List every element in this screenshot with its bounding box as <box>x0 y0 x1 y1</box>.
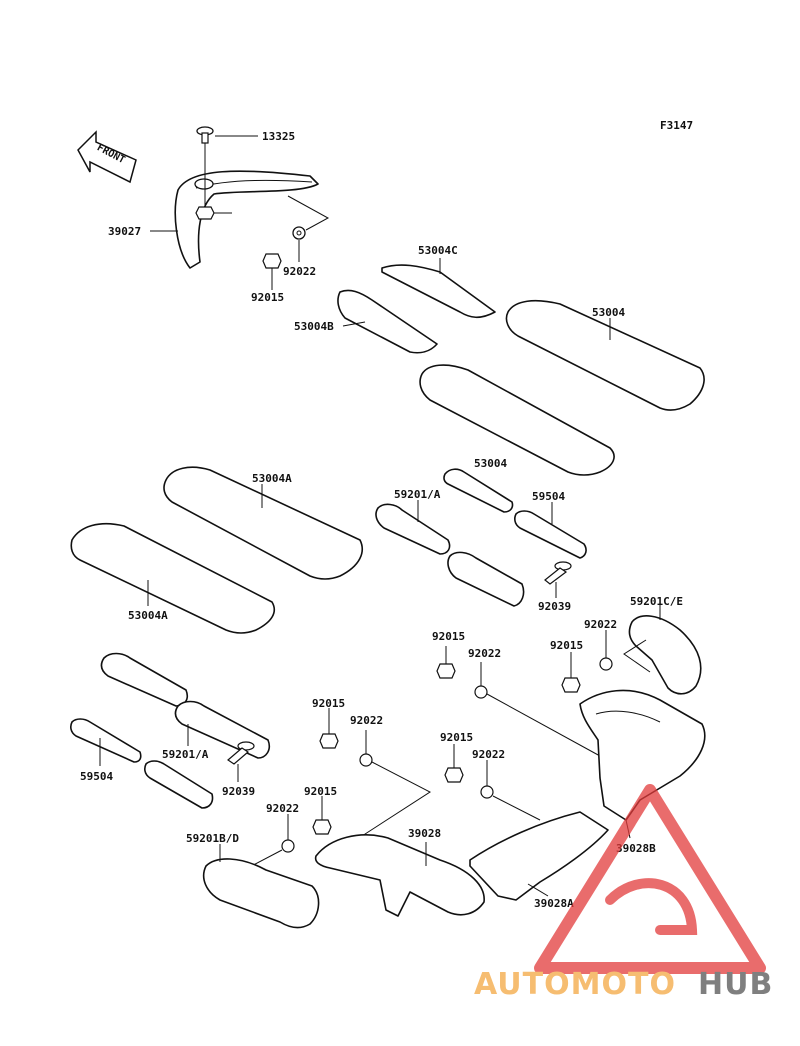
pin-92039-lower <box>227 741 255 765</box>
figure-code: F3147 <box>660 119 693 132</box>
label-53004-a: 53004 <box>592 306 625 319</box>
label-13325: 13325 <box>262 130 295 143</box>
label-59201CE: 59201C/E <box>630 595 683 608</box>
label-39028A: 39028A <box>534 897 574 910</box>
label-59201BD: 59201B/D <box>186 832 239 845</box>
nut-icon <box>444 767 464 783</box>
washer-icon <box>474 685 488 699</box>
bolt-13325 <box>196 126 214 144</box>
front-arrow-icon: FRONT <box>77 130 137 184</box>
logo-text-automoto: AUTOMOTO <box>474 967 676 1002</box>
washer-icon <box>480 785 494 799</box>
nut-icon <box>561 677 581 693</box>
label-39028: 39028 <box>408 827 441 840</box>
rail-59201A-upper-b <box>375 503 451 555</box>
bracket-39028B <box>579 689 706 821</box>
pin-92039-upper <box>544 561 572 585</box>
pad-53004-upper <box>505 299 705 411</box>
label-39028B: 39028B <box>616 842 656 855</box>
label-39027: 39027 <box>108 225 141 238</box>
label-92039-a: 92039 <box>538 600 571 613</box>
triangle-logo-icon <box>534 784 766 974</box>
strip-59504-upper <box>514 510 587 559</box>
cover-59201BD <box>202 858 320 929</box>
logo-text-hub: HUB <box>698 967 773 1002</box>
pad-53004-lower <box>419 364 615 476</box>
label-59504-a: 59504 <box>532 490 565 503</box>
washer-icon <box>281 839 295 853</box>
label-53004A-b: 53004A <box>128 609 168 622</box>
label-92022-f: 92022 <box>266 802 299 815</box>
label-92022-c: 92022 <box>584 618 617 631</box>
label-53004A-a: 53004A <box>252 472 292 485</box>
pad-53004C <box>381 264 496 319</box>
label-53004C: 53004C <box>418 244 458 257</box>
nut-icon <box>312 819 332 835</box>
pad-53004A-lower <box>70 522 276 634</box>
pad-53004B <box>337 289 438 354</box>
label-92015-f: 92015 <box>304 785 337 798</box>
bracket-39028 <box>314 834 485 917</box>
label-59504-b: 59504 <box>80 770 113 783</box>
label-59201A-a: 59201/A <box>394 488 441 501</box>
label-92015-e: 92015 <box>440 731 473 744</box>
nut-icon <box>262 253 282 269</box>
strip-59504-lower-b <box>144 760 214 809</box>
label-92015-b: 92015 <box>432 630 465 643</box>
part-39027-handle <box>174 170 319 269</box>
pad-53004A-upper <box>163 466 364 580</box>
label-92022-b: 92022 <box>468 647 501 660</box>
label-92015-d: 92015 <box>312 697 345 710</box>
label-92022-e: 92022 <box>472 748 505 761</box>
label-59201A-b: 59201/A <box>162 748 209 761</box>
label-53004B: 53004B <box>294 320 334 333</box>
plate-39028A <box>469 811 609 901</box>
label-53004-b: 53004 <box>474 457 507 470</box>
rail-59201A-lower-a <box>100 652 189 707</box>
nut-icon <box>436 663 456 679</box>
washer-icon <box>599 657 613 671</box>
nut-icon <box>319 733 339 749</box>
strip-59504-lower-a <box>70 718 142 763</box>
rail-59201A-upper-c <box>447 551 525 607</box>
label-92022-d: 92022 <box>350 714 383 727</box>
rail-59201A-upper-a <box>443 468 514 513</box>
washer-icon <box>359 753 373 767</box>
label-92015-a: 92015 <box>251 291 284 304</box>
automotohub-logo: AUTOMOTO HUB <box>474 784 773 1002</box>
nut-icon <box>195 206 215 220</box>
cover-59201CE <box>628 615 702 695</box>
label-92039-b: 92039 <box>222 785 255 798</box>
label-92015-c: 92015 <box>550 639 583 652</box>
label-92022-a: 92022 <box>283 265 316 278</box>
